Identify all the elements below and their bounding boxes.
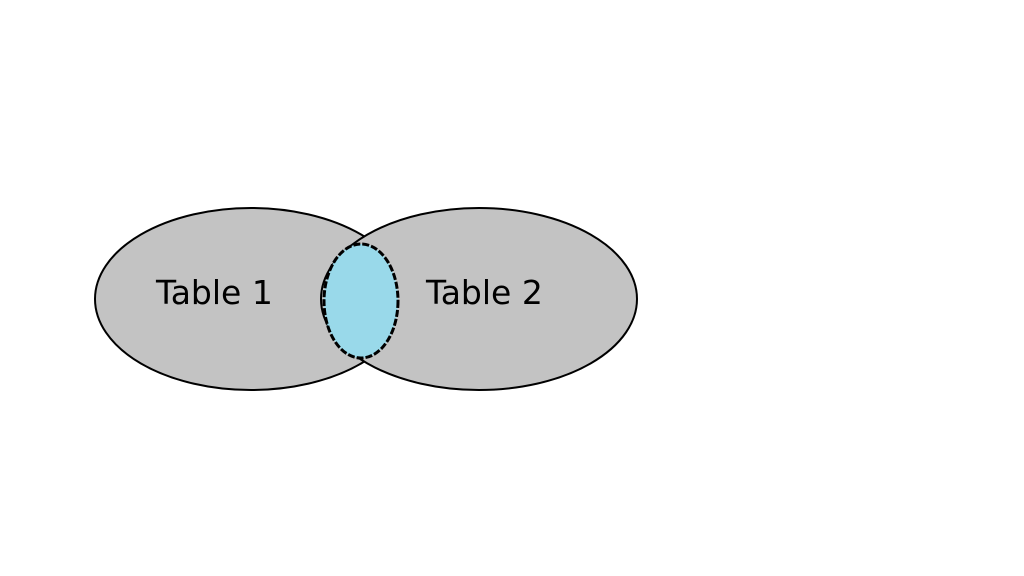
set-ellipse-table-2 — [320, 207, 638, 391]
intersection-ellipse — [322, 242, 400, 360]
set-label-table-2: Table 2 — [425, 273, 543, 312]
set-label-table-1: Table 1 — [155, 273, 273, 312]
